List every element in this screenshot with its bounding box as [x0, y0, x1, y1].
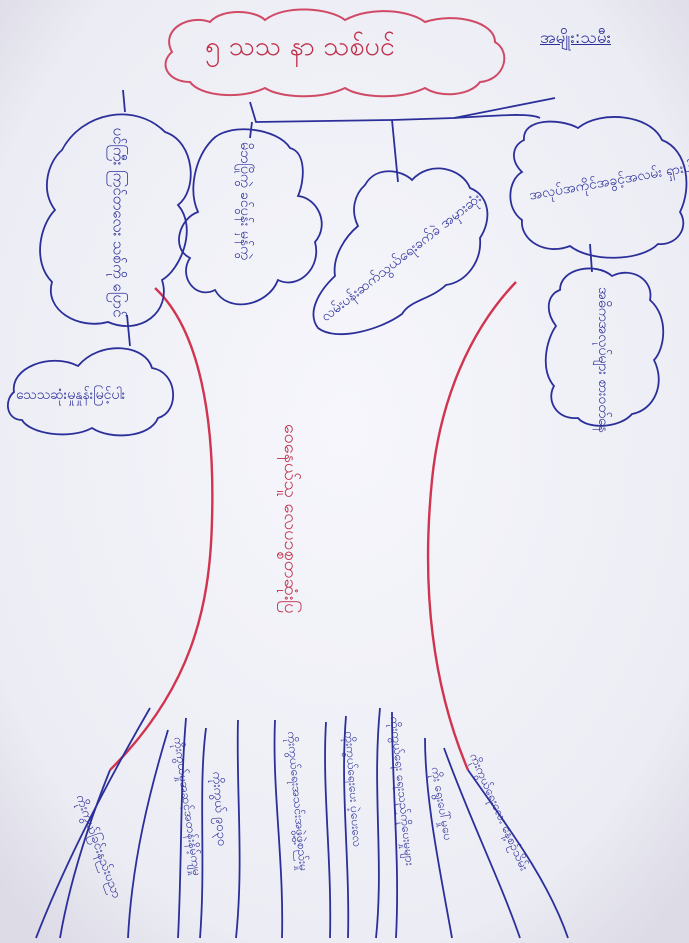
- trunk-left-outline: [109, 287, 214, 771]
- branch-2-text: မိဘပြိုကွဲ ခင်ပွန်း မှန်ကွဲ: [237, 142, 253, 260]
- trunk-right-outline: [426, 281, 517, 771]
- branch-1-sub-text: သေသဆုံးမှုနှုန်းမြင့်ပါး: [16, 387, 126, 403]
- branch-1-text: ပင်ကြီး ကြင်တလေး သစ်ကို ပြောင်: [109, 127, 128, 318]
- title-text: ၅ သသ နာ သစ်ပင်: [205, 31, 395, 62]
- branch-cloud-3: [312, 167, 489, 336]
- branch-cloud-4-sub: [544, 267, 665, 427]
- branch-cloud-4: [509, 116, 688, 259]
- author-label: အမျိုး:သမီး: [540, 28, 611, 48]
- title-cloud: [164, 8, 506, 98]
- root-lines: [35, 707, 569, 939]
- branch-4-sub-text: အဓိကအလုပ်များ စားဝတ်နေ: [595, 287, 611, 433]
- branch-cloud-1-sub: [7, 347, 174, 437]
- branch-cloud-1: [39, 113, 192, 327]
- branch-cloud-2: [178, 128, 323, 306]
- trunk-text: ဝေနေယ်သူ လေပ၁စ္စတဆုံးပြ: [280, 424, 301, 614]
